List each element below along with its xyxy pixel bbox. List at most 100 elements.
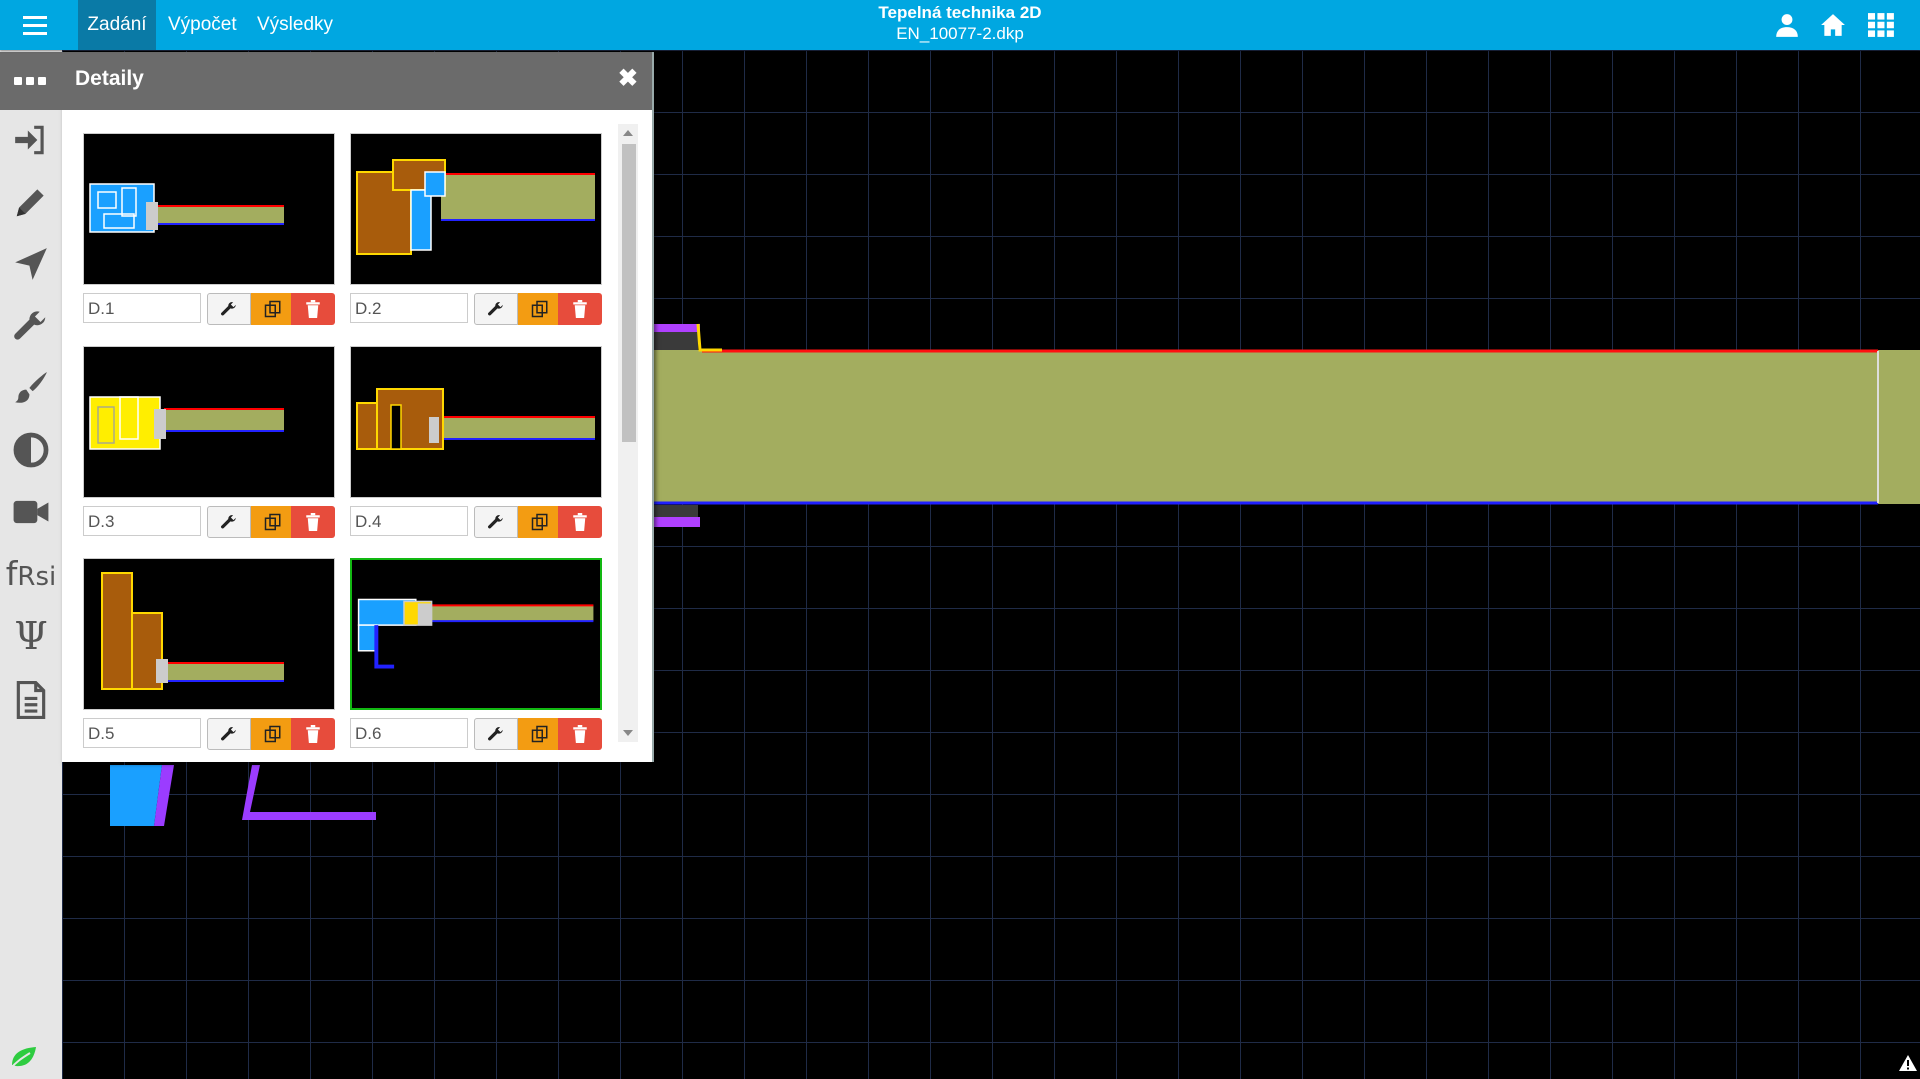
toolbar-materials[interactable] bbox=[8, 365, 54, 411]
toolbar-report[interactable] bbox=[8, 677, 54, 723]
edit-detail-button[interactable] bbox=[207, 506, 251, 538]
home-icon[interactable] bbox=[1819, 12, 1847, 38]
panel-options-button[interactable] bbox=[14, 71, 48, 91]
toolbar-frsi[interactable]: fRsi bbox=[4, 550, 58, 596]
edit-detail-button[interactable] bbox=[207, 718, 251, 750]
frame-bottom-grey bbox=[652, 505, 698, 517]
trash-icon bbox=[573, 513, 587, 531]
trash-icon bbox=[573, 300, 587, 318]
scroll-up-icon[interactable] bbox=[623, 130, 633, 136]
detail-card-selected: D.6 bbox=[350, 558, 602, 750]
details-panel: Detaily ✖ D.1 bbox=[0, 52, 654, 762]
user-icon[interactable] bbox=[1774, 12, 1800, 38]
copy-icon bbox=[264, 725, 281, 743]
detail-thumbnail[interactable] bbox=[83, 133, 335, 285]
frame-fragment-right bbox=[242, 765, 376, 820]
dot-icon bbox=[38, 77, 46, 85]
edit-detail-button[interactable] bbox=[474, 506, 518, 538]
toolbar-import[interactable] bbox=[8, 117, 54, 163]
edit-detail-button[interactable] bbox=[474, 293, 518, 325]
delete-detail-button[interactable] bbox=[291, 718, 335, 750]
frame-fragment-left bbox=[154, 765, 174, 826]
wrench-icon bbox=[221, 727, 236, 741]
hamburger-icon bbox=[23, 23, 47, 27]
wrench-icon bbox=[221, 515, 236, 529]
tab-vypocet[interactable]: Výpočet bbox=[168, 14, 237, 35]
warning-icon[interactable] bbox=[1898, 1054, 1918, 1072]
detail-thumbnail[interactable] bbox=[350, 346, 602, 498]
copy-detail-button[interactable] bbox=[518, 718, 562, 750]
detail-thumbnail[interactable] bbox=[83, 346, 335, 498]
panel-title: Detaily bbox=[75, 67, 144, 90]
delete-detail-button[interactable] bbox=[558, 293, 602, 325]
panel-scrollbar[interactable] bbox=[618, 124, 638, 742]
copy-detail-button[interactable] bbox=[251, 293, 295, 325]
wrench-icon bbox=[221, 302, 236, 316]
toolbar-contrast[interactable] bbox=[8, 427, 54, 473]
detail-6-preview bbox=[357, 598, 594, 669]
copy-icon bbox=[531, 725, 548, 743]
hamburger-menu-button[interactable] bbox=[0, 0, 70, 50]
trash-icon bbox=[306, 513, 320, 531]
detail-3-preview bbox=[89, 396, 284, 450]
video-camera-icon bbox=[13, 500, 49, 524]
tab-vysledky[interactable]: Výsledky bbox=[257, 14, 334, 35]
pencil-icon bbox=[16, 189, 44, 217]
detail-card: D.2 bbox=[350, 133, 602, 325]
left-toolbar: fRsi Ψ bbox=[0, 50, 62, 1079]
psi-icon: Ψ bbox=[14, 614, 48, 658]
copy-icon bbox=[264, 300, 281, 318]
detail-name-input[interactable]: D.5 bbox=[83, 718, 201, 748]
frsi-icon: fRsi bbox=[5, 553, 57, 593]
close-icon[interactable]: ✖ bbox=[617, 65, 638, 92]
detail-thumbnail[interactable] bbox=[83, 558, 335, 710]
copy-detail-button[interactable] bbox=[518, 506, 562, 538]
dot-icon bbox=[26, 77, 34, 85]
trash-icon bbox=[306, 300, 320, 318]
app-title: Tepelná technika 2D bbox=[878, 3, 1042, 22]
window-title: Tepelná technika 2D EN_10077-2.dkp bbox=[760, 3, 1160, 45]
apps-grid-icon[interactable] bbox=[1868, 12, 1894, 38]
edit-detail-button[interactable] bbox=[207, 293, 251, 325]
frame-top-yellow bbox=[696, 323, 722, 352]
toolbar-draw[interactable] bbox=[8, 179, 54, 225]
detail-name-input[interactable]: D.3 bbox=[83, 506, 201, 536]
detail-4-preview bbox=[356, 388, 595, 450]
trash-icon bbox=[306, 725, 320, 743]
scroll-down-icon[interactable] bbox=[623, 730, 633, 736]
detail-name-input[interactable]: D.6 bbox=[350, 718, 468, 748]
detail-card: D.4 bbox=[350, 346, 602, 538]
delete-detail-button[interactable] bbox=[291, 506, 335, 538]
sign-in-icon bbox=[15, 125, 44, 155]
tab-zadani[interactable]: Zadání bbox=[78, 0, 156, 50]
detail-card: D.5 bbox=[83, 558, 335, 750]
delete-detail-button[interactable] bbox=[558, 718, 602, 750]
toolbar-settings[interactable] bbox=[8, 303, 54, 349]
copy-detail-button[interactable] bbox=[251, 506, 295, 538]
copy-detail-button[interactable] bbox=[518, 293, 562, 325]
delete-detail-button[interactable] bbox=[291, 293, 335, 325]
trash-icon bbox=[573, 725, 587, 743]
scrollbar-thumb[interactable] bbox=[622, 144, 636, 442]
glazing-fragment bbox=[110, 765, 162, 826]
toolbar-navigate[interactable] bbox=[8, 241, 54, 287]
detail-1-preview bbox=[89, 183, 284, 233]
frame-top-purple bbox=[652, 324, 700, 332]
delete-detail-button[interactable] bbox=[558, 506, 602, 538]
wall-slab[interactable] bbox=[652, 350, 1920, 504]
detail-card: D.3 bbox=[83, 346, 335, 538]
paintbrush-icon bbox=[15, 372, 47, 403]
toolbar-view[interactable] bbox=[8, 489, 54, 535]
detail-thumbnail[interactable] bbox=[350, 558, 602, 710]
edit-detail-button[interactable] bbox=[474, 718, 518, 750]
leaf-icon[interactable] bbox=[8, 1045, 38, 1071]
detail-name-input[interactable]: D.1 bbox=[83, 293, 201, 323]
detail-name-input[interactable]: D.2 bbox=[350, 293, 468, 323]
copy-detail-button[interactable] bbox=[251, 718, 295, 750]
file-name: EN_10077-2.dkp bbox=[896, 24, 1024, 43]
detail-thumbnail[interactable] bbox=[350, 133, 602, 285]
copy-icon bbox=[531, 300, 548, 318]
toolbar-psi[interactable]: Ψ bbox=[8, 613, 54, 659]
copy-icon bbox=[531, 513, 548, 531]
detail-name-input[interactable]: D.4 bbox=[350, 506, 468, 536]
